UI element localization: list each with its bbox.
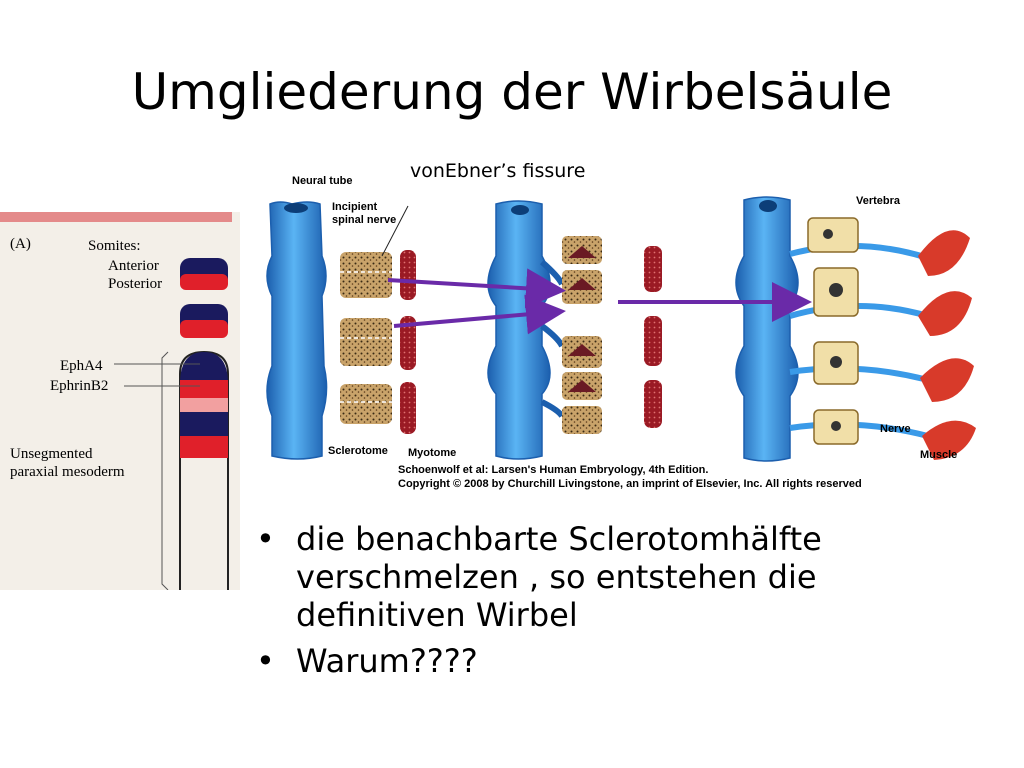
slide-title: Umgliederung der Wirbelsäule: [131, 63, 893, 121]
resegmentation-diagram: Neural tube Incipient spinal nerve Scler…: [266, 175, 976, 462]
incipient-label-line-2: spinal nerve: [332, 214, 396, 226]
unsegmented-label-line-2: paraxial mesoderm: [10, 464, 125, 480]
neural-tube-stage-3: [735, 196, 799, 462]
myotome-label: Myotome: [408, 447, 456, 459]
epha4-label: EphA4: [60, 358, 103, 374]
sclerotome-label: Sclerotome: [328, 445, 388, 457]
vertebra-label: Vertebra: [856, 195, 901, 207]
figure-credit-line-1: Schoenwolf et al: Larsen's Human Embryol…: [398, 464, 709, 476]
muscle-label: Muscle: [920, 449, 957, 461]
muscles-stage-3: [918, 230, 976, 460]
unsegmented-label-line-1: Unsegmented: [10, 446, 93, 462]
nerve-label: Nerve: [880, 423, 911, 435]
somites-label: Somites:: [88, 238, 141, 254]
resegmentation-arrows: [387, 268, 812, 335]
posterior-label: Posterior: [108, 276, 162, 292]
unsegmented-mesoderm-column: [179, 350, 229, 590]
somite-diagram: (A) Somites: Anterior Posterior EphA4 Ep…: [0, 212, 240, 590]
nerves-stage-3: [789, 242, 929, 439]
ephrinb2-label: EphrinB2: [50, 378, 108, 394]
bullet-list: die benachbarte Sclerotomhälfte verschme…: [250, 520, 950, 688]
myotomes-stage-1: [400, 250, 416, 434]
myotomes-stage-2: [644, 246, 662, 428]
neural-tube-stage-2: [487, 200, 565, 460]
neural-tube-stage-1: [266, 201, 328, 460]
anterior-label: Anterior: [108, 258, 159, 274]
vertebrae-stage-3: [807, 217, 859, 445]
panel-label: (A): [10, 236, 31, 252]
somite-2: [180, 304, 228, 338]
fissure-label: vonEbner’s fissure: [410, 160, 586, 182]
bullet-item-2: Warum????: [250, 642, 950, 680]
somite-1: [180, 258, 228, 290]
incipient-label-line-1: Incipient: [332, 201, 378, 213]
bullet-item-1: die benachbarte Sclerotomhälfte verschme…: [250, 520, 950, 634]
sclerotomes-stage-1: [340, 252, 392, 424]
sclerotomes-stage-2: [562, 236, 602, 434]
neural-tube-label: Neural tube: [292, 175, 353, 187]
figure-credit-line-2: Copyright © 2008 by Churchill Livingston…: [398, 478, 862, 490]
